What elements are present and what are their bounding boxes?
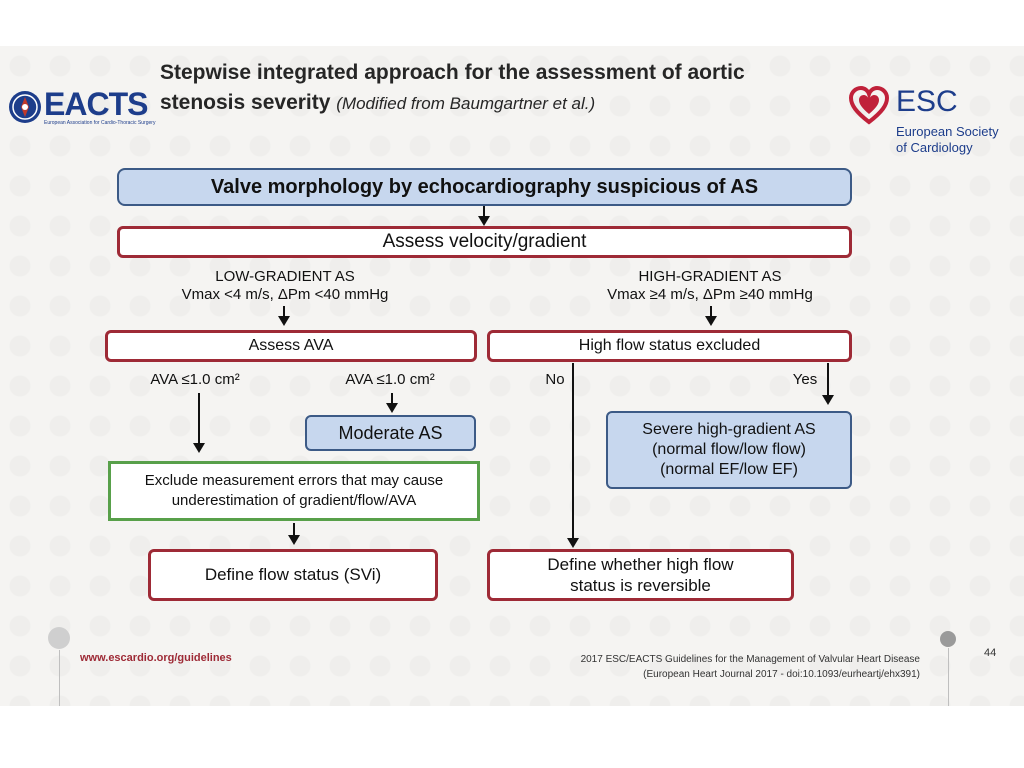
- assess-ava-box: Assess AVA: [105, 330, 477, 362]
- connector-line: [198, 393, 200, 445]
- slide-title: Stepwise integrated approach for the ass…: [160, 58, 820, 119]
- high-gradient-criteria: Vmax ≥4 m/s, ΔPm ≥40 mmHg: [607, 286, 813, 303]
- exclude-line-2: underestimation of gradient/flow/AVA: [171, 492, 417, 509]
- no-label: No: [545, 371, 565, 388]
- connector-line: [572, 363, 574, 539]
- citation-line-2: (European Heart Journal 2017 - doi:10.10…: [643, 669, 920, 680]
- low-gradient-criteria: Vmax <4 m/s, ΔPm <40 mmHg: [181, 286, 389, 303]
- define-reversible-line-1: Define whether high flow: [547, 555, 734, 574]
- footer-url: www.escardio.org/guidelines: [80, 652, 232, 664]
- arrow-down-icon: [478, 216, 490, 226]
- eacts-logo: EACTS European Association for Cardio-Th…: [8, 86, 156, 130]
- low-gradient-title: LOW-GRADIENT AS: [215, 268, 355, 285]
- esc-name: ESC: [896, 85, 958, 118]
- valve-morphology-box: Valve morphology by echocardiography sus…: [117, 168, 852, 206]
- ava-right-label: AVA ≤1.0 cm²: [345, 371, 435, 388]
- eacts-name: EACTS: [44, 86, 148, 122]
- eacts-full-name: European Association for Cardio-Thoracic…: [44, 120, 156, 126]
- footer-citation: 2017 ESC/EACTS Guidelines for the Manage…: [470, 652, 920, 682]
- exclude-errors-box: Exclude measurement errors that may caus…: [108, 461, 480, 521]
- citation-line-1: 2017 ESC/EACTS Guidelines for the Manage…: [580, 654, 920, 665]
- arrow-down-icon: [822, 395, 834, 405]
- eacts-emblem-icon: [9, 91, 41, 123]
- title-text: Stepwise integrated approach for the ass…: [160, 61, 745, 114]
- connector-line: [293, 523, 295, 537]
- severe-line-1: Severe high-gradient AS: [642, 421, 816, 438]
- arrow-down-icon: [278, 316, 290, 326]
- high-gradient-title: HIGH-GRADIENT AS: [638, 268, 782, 285]
- esc-logo: ESC European Society of Cardiology: [848, 85, 999, 158]
- valve-morphology-text: Valve morphology by echocardiography sus…: [210, 175, 759, 198]
- arrow-down-icon: [386, 403, 398, 413]
- connector-line: [391, 393, 393, 405]
- esc-line-2: of Cardiology: [896, 140, 973, 155]
- arrow-down-icon: [288, 535, 300, 545]
- exclude-line-1: Exclude measurement errors that may caus…: [144, 472, 444, 489]
- define-flow-status-box: Define flow status (SVi): [148, 549, 438, 601]
- moderate-as-box: Moderate AS: [305, 415, 476, 451]
- arrow-down-icon: [567, 538, 579, 548]
- connector-line: [483, 206, 485, 218]
- ava-left-label: AVA ≤1.0 cm²: [150, 371, 240, 388]
- yes-label: Yes: [792, 371, 818, 388]
- assess-gradient-text: Assess velocity/gradient: [382, 231, 587, 252]
- assess-gradient-box: Assess velocity/gradient: [117, 226, 852, 258]
- severe-line-3: (normal EF/low EF): [660, 461, 798, 478]
- page-number: 44: [984, 647, 997, 659]
- define-reversible-box: Define whether high flow status is rever…: [487, 549, 794, 601]
- footer-dot-right: [940, 631, 956, 647]
- arrow-down-icon: [193, 443, 205, 453]
- high-flow-excluded-box: High flow status excluded: [487, 330, 852, 362]
- footer-dot-left: [48, 627, 70, 649]
- severe-line-2: (normal flow/low flow): [652, 441, 806, 458]
- footer-divider: [948, 648, 949, 706]
- esc-line-1: European Society: [896, 124, 999, 139]
- define-flow-text: Define flow status (SVi): [204, 565, 382, 584]
- connector-line: [283, 306, 285, 318]
- arrow-down-icon: [705, 316, 717, 326]
- assess-ava-text: Assess AVA: [248, 337, 334, 354]
- define-reversible-line-2: status is reversible: [570, 576, 711, 595]
- esc-heart-icon: [848, 86, 890, 125]
- title-subtitle: (Modified from Baumgartner et al.): [336, 94, 596, 113]
- connector-line: [710, 306, 712, 318]
- footer-divider: [59, 650, 60, 706]
- severe-high-gradient-box: Severe high-gradient AS (normal flow/low…: [606, 411, 852, 489]
- high-flow-excluded-text: High flow status excluded: [578, 337, 761, 354]
- connector-line: [827, 363, 829, 395]
- moderate-as-text: Moderate AS: [338, 422, 443, 443]
